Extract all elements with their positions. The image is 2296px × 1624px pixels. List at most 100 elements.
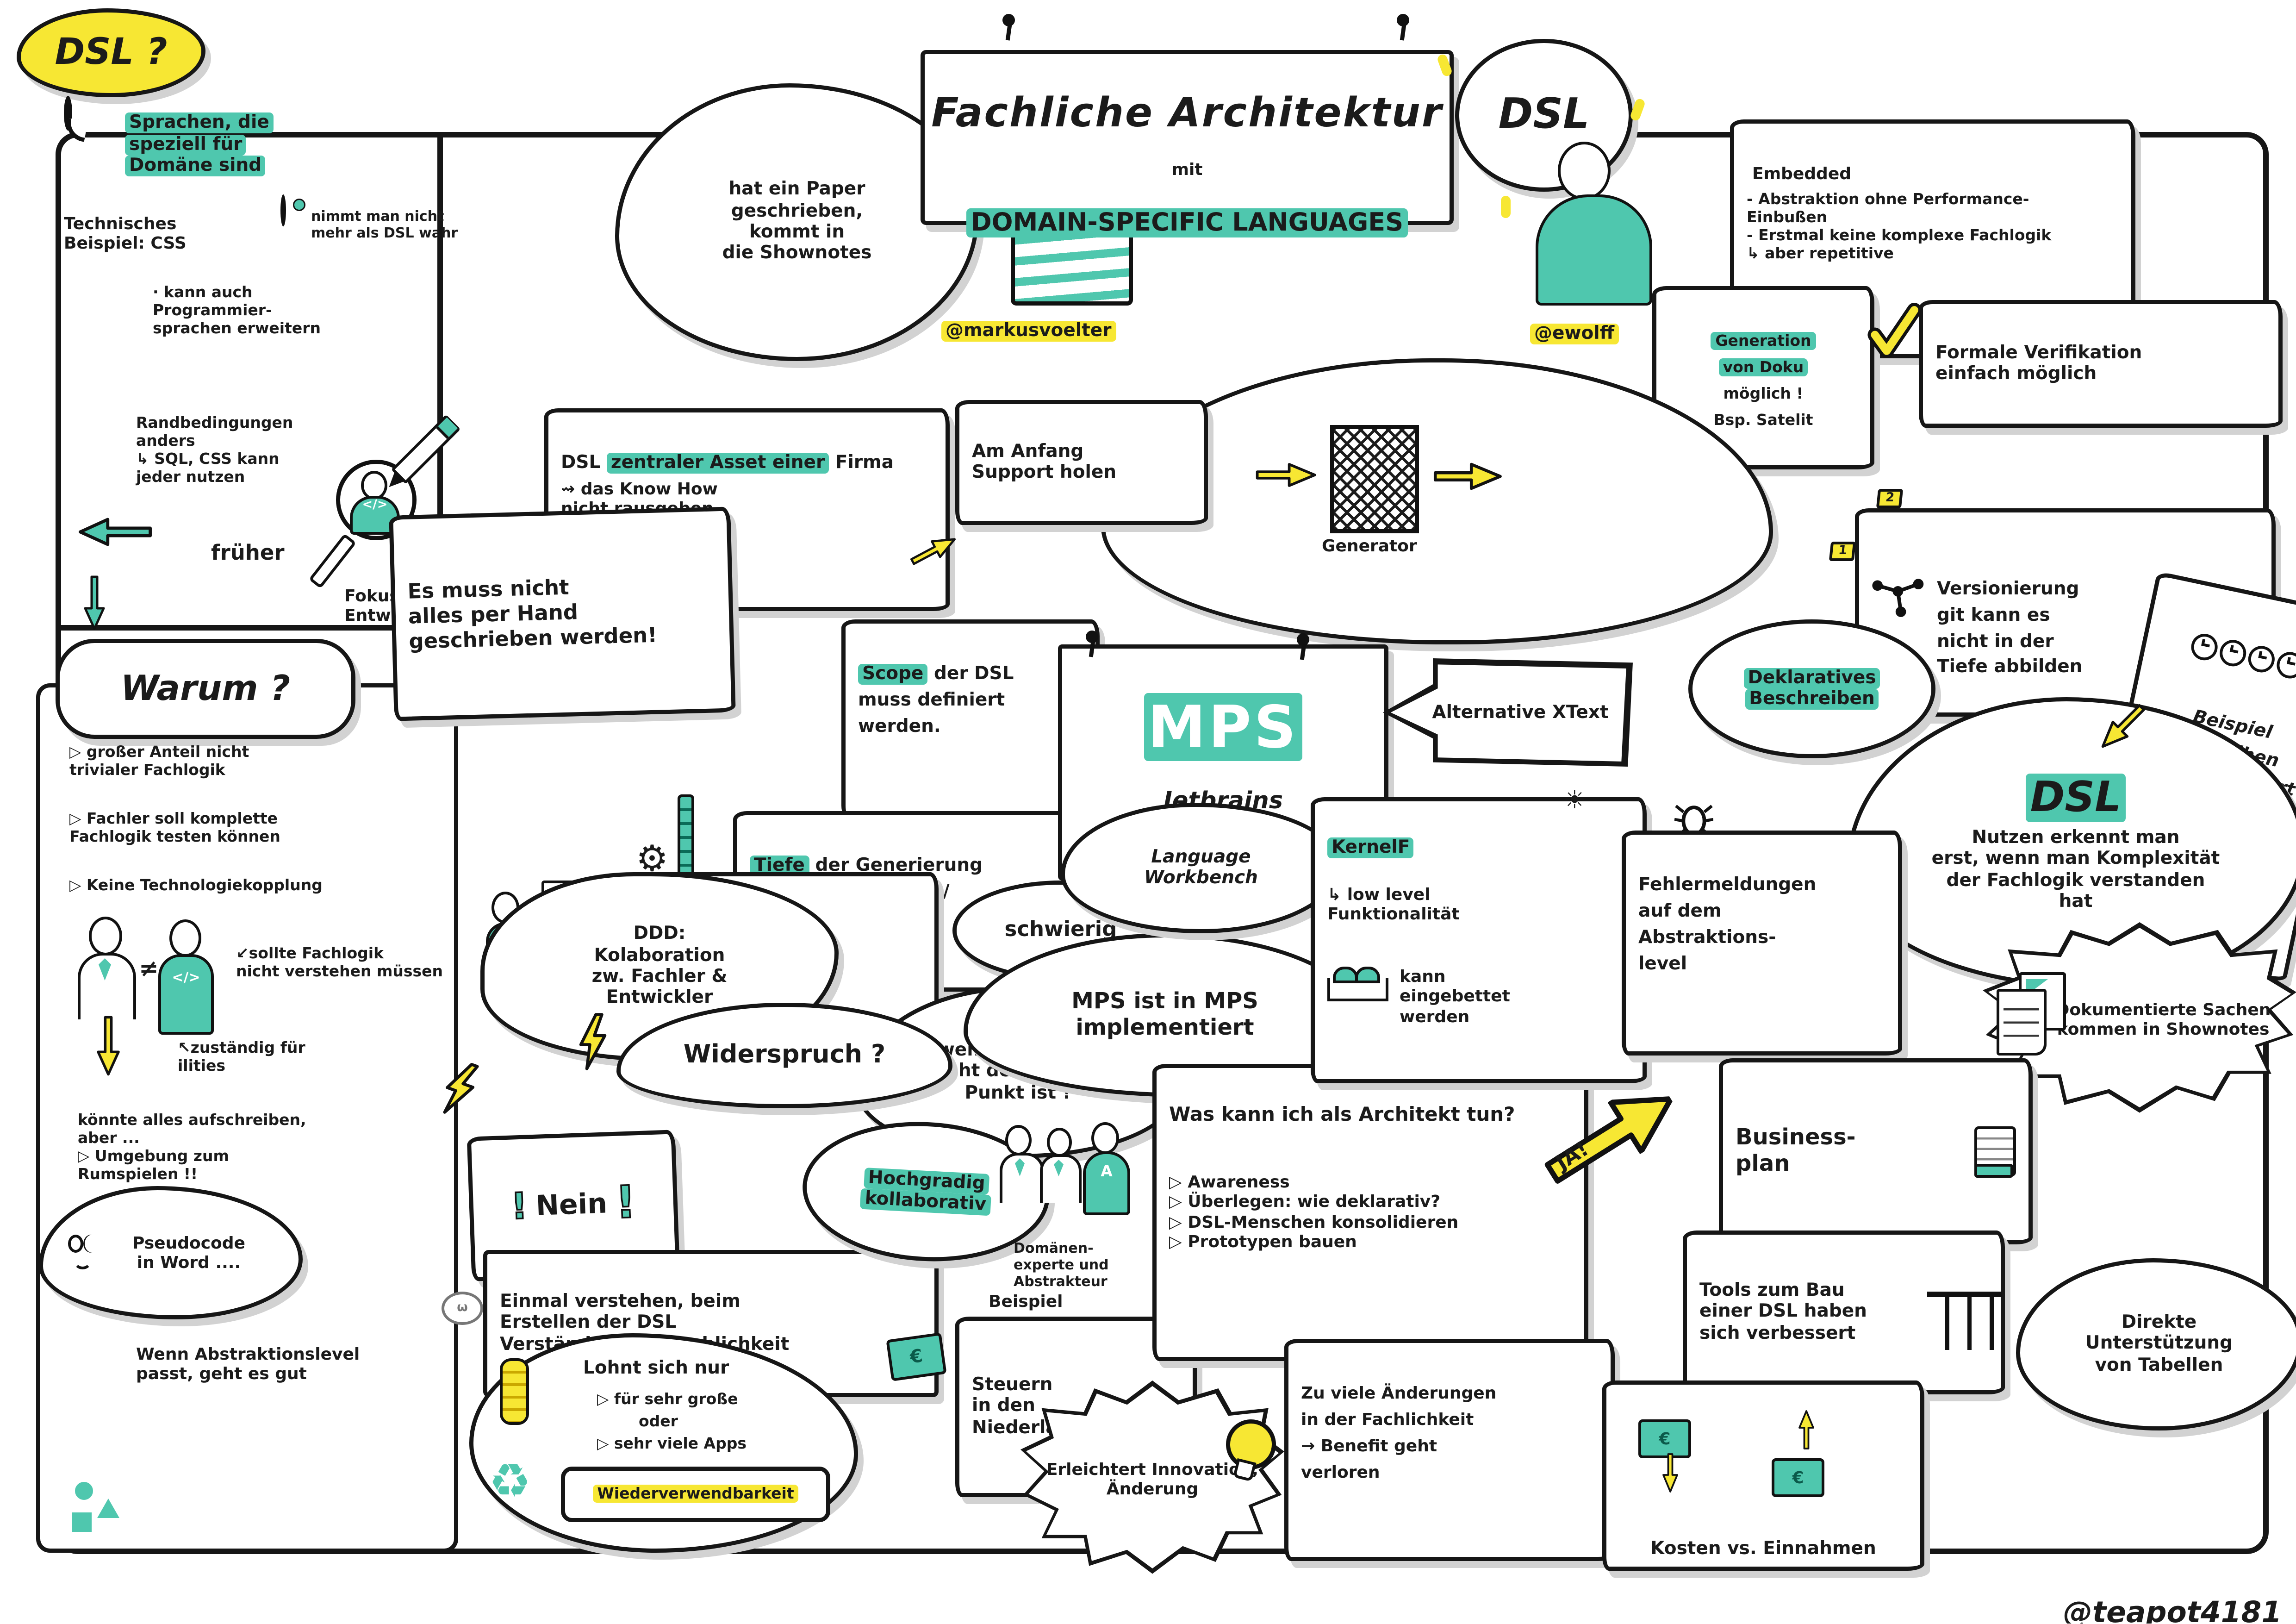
kosten-text: Kosten vs. Einnahmen — [1650, 1538, 1876, 1560]
erleichtert-text: Erleichtert Innovation, Änderung — [1046, 1460, 1259, 1499]
generator-text: Generator — [1322, 536, 1417, 556]
scope-box: Scope der DSL muss definiert werden. — [841, 619, 1100, 819]
deklaratives-bubble: Deklaratives Beschreiben — [1688, 619, 1935, 758]
ewolff-handle: @ewolff — [1530, 303, 1619, 345]
programmier-text: · kann auch Programmier- sprachen erweit… — [153, 283, 321, 337]
warum3-text: ▷ Keine Technologiekopplung — [69, 876, 323, 894]
zustaendig-text: zuständig für ilities — [178, 1038, 305, 1075]
warum-item-3: ▷ Keine Technologiekopplung — [69, 876, 323, 896]
schwierig-text: schwierig — [1004, 917, 1117, 942]
es-muss-box: Es muss nicht alles per Hand geschrieben… — [389, 506, 736, 721]
sun-icon: ☀ — [1563, 786, 1586, 815]
pin-icon — [1397, 14, 1409, 26]
fehlermeldungen-box: Fehlermeldungen auf dem Abstraktions- le… — [1622, 831, 1902, 1056]
formale-verifikation-box: Formale Verifikation einfach möglich — [1919, 300, 2283, 428]
lohnt1-text: ▷ für sehr große — [597, 1390, 738, 1408]
arrow-down-yellow-icon — [97, 1016, 120, 1076]
arrow-left-teal-icon — [79, 518, 152, 546]
zustaendig-note: ↖zuständig für ilities — [178, 1022, 358, 1076]
lw-text: Language Workbench — [1144, 847, 1258, 889]
coin-stack-icon — [500, 1358, 529, 1425]
dsl-question-cloud: DSL ? — [17, 8, 205, 97]
business-text: Business- plan — [1736, 1124, 1856, 1176]
euro-bill-icon: € — [886, 1332, 947, 1381]
commit-graph-icon — [1872, 579, 1924, 617]
architekt-box: Was kann ich als Architekt tun? ▷ Awaren… — [1152, 1064, 1588, 1361]
title-banner: Fachliche Architektur mit DOMAIN-SPECIFI… — [921, 50, 1454, 237]
paper-cloud: hat ein Paper geschrieben, kommt in die … — [615, 83, 979, 361]
lohnt-label: Lohnt sich nur — [583, 1358, 729, 1380]
sollte-note: ↙sollte Fachlogik nicht verstehen müssen — [236, 928, 444, 982]
asset-post: Firma — [829, 452, 894, 474]
scope-rest: der DSL muss definiert werden. — [858, 663, 1014, 737]
architekt-items: ▷ Awareness ▷ Überlegen: wie deklarativ?… — [1169, 1172, 1459, 1251]
artist-signature: @teapot4181 — [2063, 1561, 2282, 1624]
kernelf2-text: kann eingebettet werden — [1400, 967, 1510, 1026]
embedded-items: - Abstraktion ohne Performance- Einbußen… — [1747, 190, 2052, 262]
kernelf-box: KernelF ↳ low level Funktionalität kann … — [1311, 797, 1647, 1083]
arrow-to-dsl-icon — [2101, 704, 2145, 748]
gear-icon: ⚙ — [636, 839, 668, 881]
brain-icon: ω — [442, 1292, 483, 1325]
formale-text: Formale Verifikation einfach möglich — [1935, 343, 2142, 385]
lohnt-text: Lohnt sich nur — [583, 1358, 729, 1379]
koennte-note: könnte alles aufschreiben, aber ... ▷ Um… — [78, 1094, 369, 1185]
support-box: Am Anfang Support holen — [955, 400, 1208, 525]
arrow-to-support-icon — [910, 538, 956, 565]
version-tag-1: 1 — [1829, 542, 1857, 561]
table-icon — [1927, 1292, 2002, 1350]
sollte-text: sollte Fachlogik nicht verstehen müssen — [236, 944, 443, 981]
clocks-icon — [2156, 623, 2296, 695]
tag1-text: 1 — [1837, 544, 1848, 558]
sprachen-text: Sprachen, die speziell für Domäne sind — [125, 112, 274, 176]
generation-rest: möglich ! Bsp. Satelit — [1713, 384, 1813, 429]
frueher-label: früher — [211, 517, 285, 566]
generation-hl: Generation von Doku — [1711, 331, 1816, 376]
developer-code-badge: </> — [158, 954, 214, 1035]
not-equal-icon: ≠ — [139, 956, 159, 983]
beispiel-label: Beispiel — [989, 1292, 1063, 1311]
speech-bubble-icon — [64, 96, 72, 131]
abstraktionslevel-note: Wenn Abstraktionslevel passt, geht es gu… — [136, 1325, 442, 1384]
lightning-icon — [579, 1013, 607, 1070]
paper-text: hat ein Paper geschrieben, kommt in die … — [722, 180, 872, 264]
lohnt2-text: ▷ sehr viele Apps — [597, 1435, 747, 1453]
generator-cloud — [1101, 358, 1773, 644]
architekt-title: Was kann ich als Architekt tun? — [1169, 1104, 1515, 1126]
asset-hl: zentraler Asset einer — [606, 452, 829, 474]
kernelf-title: KernelF — [1327, 837, 1414, 858]
documents-icon — [1997, 972, 2066, 1056]
scope-hl: Scope — [858, 663, 928, 685]
programmier-note: · kann auch Programmier- sprachen erweit… — [153, 267, 375, 339]
technisches-note: Technisches Beispiel: CSS — [64, 194, 187, 253]
title-line2: DOMAIN-SPECIFIC LANGUAGES — [925, 208, 1450, 238]
zu-viele-text: Zu viele Änderungen in der Fachlichkeit … — [1301, 1383, 1497, 1481]
xtext-arrow: Alternative XText — [1383, 658, 1633, 767]
zu-viele-box: Zu viele Änderungen in der Fachlichkeit … — [1284, 1339, 1615, 1561]
exclamation-icon: ! — [510, 1185, 529, 1229]
arrow-right-icon — [1433, 462, 1502, 490]
dsl-asset-box: DSL zentraler Asset einer Firma ⇝ das Kn… — [544, 408, 950, 611]
mps-in-mps-text: MPS ist in MPS implementiert — [1071, 987, 1258, 1040]
generator-box-icon — [1330, 425, 1419, 533]
warum-text: Warum ? — [120, 668, 291, 709]
dokumentiert-text: Dokumentierte Sachen kommen in Shownotes — [2055, 1000, 2271, 1039]
frueher-text: früher — [211, 540, 285, 565]
check-icon — [1867, 303, 1922, 358]
fehler-text: Fehlermeldungen auf dem Abstraktions- le… — [1638, 874, 1817, 974]
warum1-text: ▷ großer Anteil nicht trivialer Fachlogi… — [69, 743, 249, 779]
exclamation-icon: ! — [614, 1175, 637, 1230]
businessplan-box: Business- plan — [1719, 1058, 2033, 1244]
ewolff-text: @ewolff — [1530, 324, 1619, 345]
sprachen-note: Sprachen, die speziell für Domäne sind — [125, 92, 347, 177]
domaenen-label: Domänen- experte und Abstrakteur — [1014, 1242, 1109, 1291]
bed-icon — [1327, 967, 1388, 1002]
eye-icon — [280, 194, 286, 226]
lohnt-oder-text: oder — [639, 1412, 678, 1430]
title-dsl-bubble: DSL — [1436, 39, 1646, 218]
ewolff-avatar-head — [1558, 142, 1611, 200]
euro-glyph: € — [1792, 1468, 1804, 1487]
ddd-text: DDD: Kolaboration zw. Fachler & Entwickl… — [591, 924, 728, 1009]
ewolff-avatar-body — [1536, 194, 1652, 306]
pseudocode-cloud: Pseudocode in Word .... — [39, 1186, 303, 1319]
